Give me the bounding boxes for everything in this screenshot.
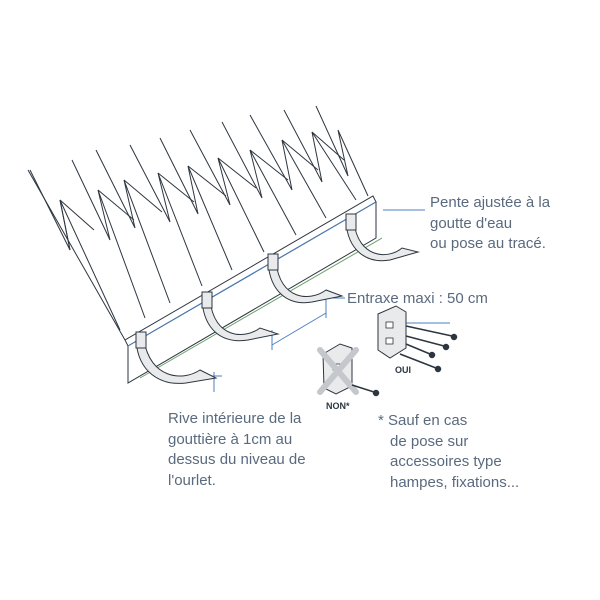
gutter-hook-icon — [135, 213, 420, 384]
slope-line: ou pose au tracé. — [430, 235, 546, 252]
wrong-bracket — [317, 343, 380, 397]
screw-icon — [351, 384, 380, 397]
exception-note: * Sauf en cas de pose sur accessoires ty… — [378, 411, 519, 493]
dimension-lines — [127, 201, 450, 392]
inner-edge-note: Rive intérieure de la gouttière à 1cm au… — [168, 409, 306, 491]
exception-line: accessoires type — [390, 453, 502, 470]
inner-edge-line: Rive intérieure de la — [168, 410, 302, 427]
slope-line: goutte d'eau — [430, 214, 513, 232]
slope-note: Pente ajustée à la goutte d'eau ou pose … — [430, 193, 550, 255]
spacing-note: Entraxe maxi : 50 cm — [347, 290, 488, 307]
inner-edge-line: gouttière à 1cm au — [168, 430, 293, 448]
exception-line: hampes, fixations... — [390, 473, 520, 491]
right-bracket — [377, 305, 458, 373]
wrong-tag: NON* — [326, 401, 350, 411]
exception-line: de pose sur — [390, 432, 469, 450]
cross-mark-icon — [317, 347, 359, 395]
exception-line: * Sauf en cas — [378, 412, 468, 429]
screw-icon — [399, 325, 458, 373]
inner-edge-line: dessus du niveau de — [168, 451, 306, 468]
inner-edge-line: l'ourlet. — [168, 471, 216, 489]
guide-line — [139, 237, 383, 379]
right-tag: OUI — [395, 365, 411, 375]
slope-line: Pente ajustée à la — [430, 194, 551, 211]
roof-panel-icon — [27, 105, 377, 384]
